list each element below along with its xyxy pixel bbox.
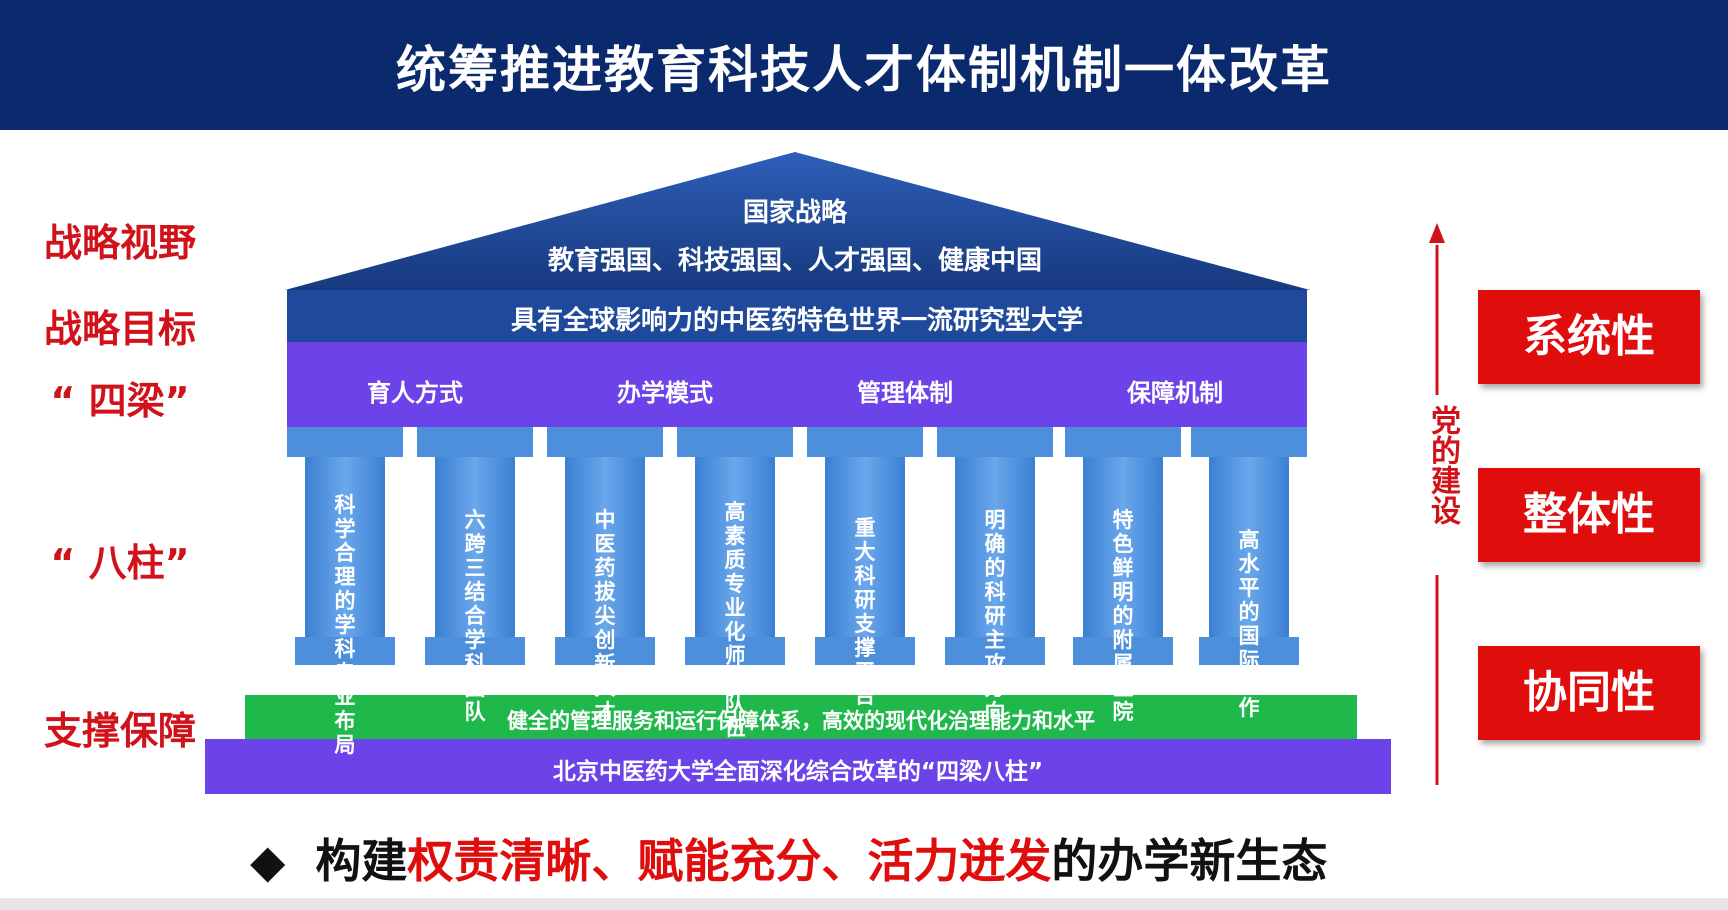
label-support: 支撑保障 [43, 709, 196, 753]
box-holistic: 整体性 [1478, 468, 1700, 562]
pillar-text-5: 重大科研支撑平台 [854, 516, 876, 708]
bottom-p2: 权责清晰、赋能充分、活力迸发 [407, 834, 1052, 888]
support-bar-text: 健全的管理服务和运行保障体系，高效的现代化治理能力和水平 [507, 709, 1095, 733]
pillar-shape [565, 457, 645, 637]
label-strategic-goal: 战略目标 [43, 307, 196, 351]
beam-management: 管理体制 [857, 379, 953, 407]
pillar-shape [1065, 427, 1181, 457]
pillar-text-6: 明确的科研主攻方向 [984, 508, 1006, 724]
base-bar-rect [205, 739, 1391, 794]
pillar-text-1: 科学合理的学科专业布局 [334, 493, 356, 757]
support-bar-rect [245, 695, 1357, 739]
goal-beam-rect [287, 290, 1307, 342]
pillar-text-2: 六跨三结合学科团队 [464, 508, 486, 724]
roof-national-strategy: 国家战略 [742, 198, 847, 228]
goal-beam-text: 具有全球影响力的中医药特色世界一流研究型大学 [510, 306, 1083, 336]
pillar-shape [435, 457, 515, 637]
label-four-beams: “ 四梁” [50, 379, 190, 423]
pillar-shape [287, 427, 403, 457]
pillar-shape [547, 427, 663, 457]
box-systematic: 系统性 [1478, 290, 1700, 384]
pillar-shape [1083, 457, 1163, 637]
pillar-shape [685, 637, 785, 665]
pillar-shape [1191, 427, 1307, 457]
bottom-p1: 构建 [315, 834, 408, 888]
beam-guarantee: 保障机制 [1127, 379, 1223, 407]
beam-education: 育人方式 [367, 379, 463, 407]
beam-school-mode: 办学模式 [617, 379, 713, 407]
box-coordinated: 协同性 [1478, 646, 1700, 740]
roof-goals: 教育强国、科技强国、人才强国、健康中国 [547, 246, 1042, 276]
pillar-shape [555, 637, 655, 665]
pillar-shape [815, 637, 915, 665]
pillar-shape [807, 427, 923, 457]
pillar-shape [937, 427, 1053, 457]
pillar-shape [1199, 637, 1299, 665]
bottom-p3: 的办学新生态 [1051, 834, 1328, 888]
roof-triangle [285, 152, 1310, 290]
pillar-shape [955, 457, 1035, 637]
pillar-shape [295, 637, 395, 665]
pillar-shape [425, 637, 525, 665]
pillar-shape [417, 427, 533, 457]
bottom-statement: ◆ 构建权责清晰、赋能充分、活力迸发的办学新生态 [250, 825, 1327, 891]
base-bar-text: 北京中医药大学全面深化综合改革的“四梁八柱” [552, 759, 1044, 785]
pillar-text-7: 特色鲜明的附属医院 [1112, 508, 1134, 724]
pillar-text-3: 中医药拔尖创新人才 [594, 508, 616, 724]
pillar-text-8: 高水平的国际合作 [1238, 528, 1260, 720]
pillar-shape [695, 457, 775, 637]
party-arrow-head [1429, 223, 1445, 243]
bullet-icon: ◆ [250, 834, 286, 888]
pillar-shape [825, 457, 905, 637]
bottom-strip [0, 898, 1728, 910]
pillar-shape [1209, 457, 1289, 637]
pillar-shape [945, 637, 1045, 665]
pillar-shape [677, 427, 793, 457]
label-strategic-vision: 战略视野 [43, 221, 196, 265]
pillar-text-4: 高素质专业化师资队伍 [724, 500, 746, 740]
header-bar: 统筹推进教育科技人才体制机制一体改革 [0, 0, 1728, 130]
party-building-label: 党的建设 [1425, 405, 1460, 525]
four-beams-rect [287, 342, 1307, 427]
pillar-shape [305, 457, 385, 637]
page-title: 统筹推进教育科技人才体制机制一体改革 [396, 41, 1332, 99]
pillar-shape [1073, 637, 1173, 665]
label-eight-pillars: “ 八柱” [50, 541, 190, 585]
